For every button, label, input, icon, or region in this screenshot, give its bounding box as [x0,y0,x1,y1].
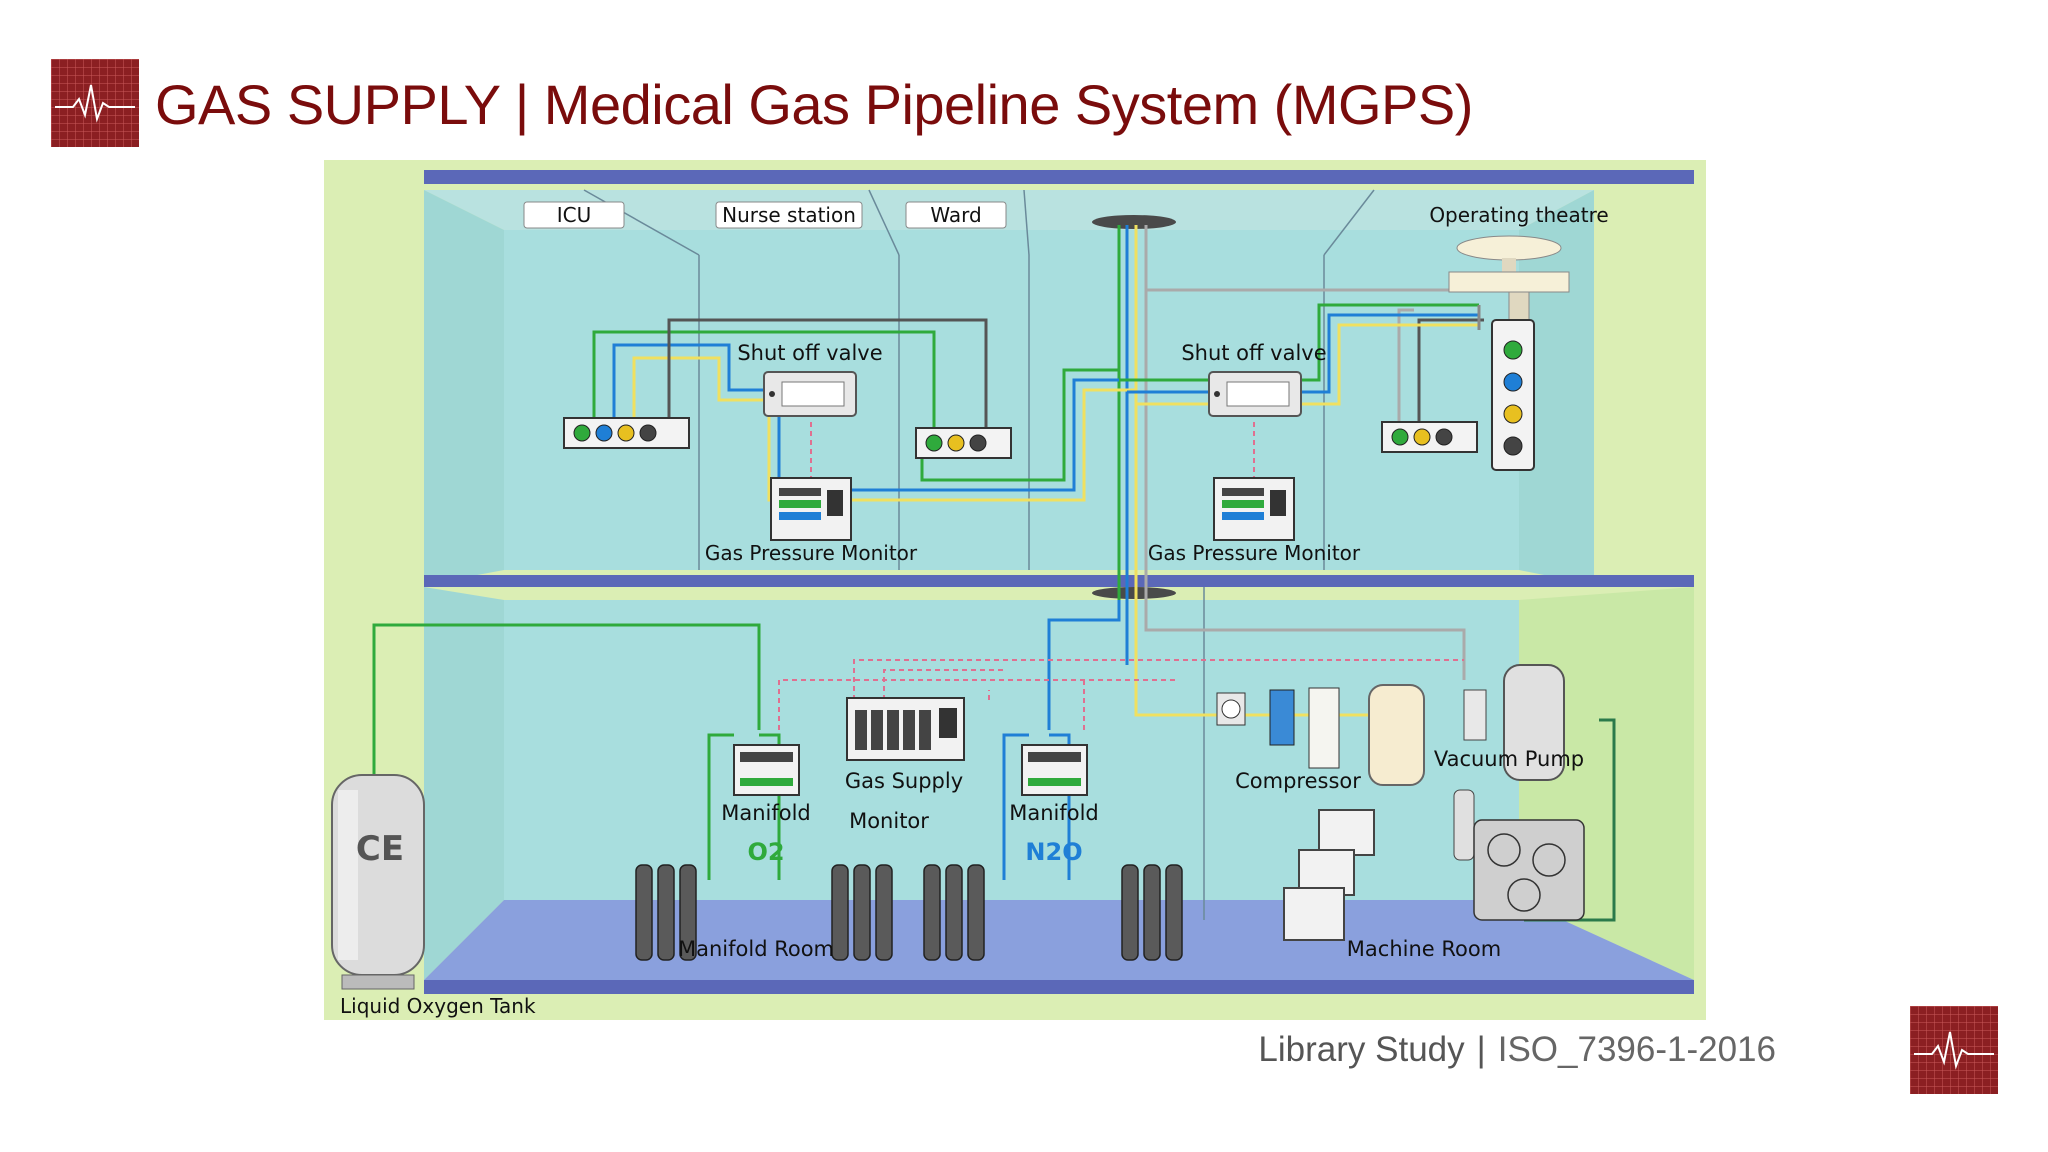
tank-mark: CE [356,829,404,869]
gas-pressure-monitor-left [770,477,852,541]
ceiling-slab [424,170,1694,184]
compressor-label: Compressor [1235,769,1361,793]
compressor-units [1283,809,1375,941]
room-tag-icu: ICU [523,201,625,229]
outlet-panel-theatre-wall [1381,421,1478,453]
heartbeat-icon [1910,1006,1998,1094]
liquid-oxygen-tank [331,774,425,990]
heartbeat-logo-bottom [1910,1006,1998,1094]
gas-label-o2: O2 [747,838,784,866]
floor-slab [424,980,1694,994]
shut-off-valve-label-right: Shut off valve [1181,341,1326,365]
manifold-label-o2: Manifold [721,801,811,825]
manifold-o2 [733,744,800,796]
footer-caption: Library Study | ISO_7396-1-2016 [1258,1030,1776,1070]
outlet-panel-ward [915,427,1012,459]
mgps-diagram: ICU Nurse station Ward Operating theatre [324,160,1706,1020]
heartbeat-logo-top [51,59,139,147]
room-label-operating-theatre: Operating theatre [1429,203,1608,227]
mgps-diagram-svg: ICU Nurse station Ward Operating theatre [324,160,1706,1020]
footer-separator: | [1476,1030,1486,1069]
middle-slab [424,575,1694,587]
vacuum-pump-label: Vacuum Pump [1434,747,1584,771]
compressor [1216,684,1425,786]
outlet-panel-icu [563,417,690,449]
room-label-ward: Ward [930,203,981,227]
manifold-label-n2o: Manifold [1009,801,1099,825]
lower-floor [504,600,1519,940]
gas-supply-monitor-label-line2: Monitor [849,809,929,833]
gas-pressure-monitor-right [1213,477,1295,541]
shut-off-valve-label-left: Shut off valve [737,341,882,365]
ceiling-pendant [1448,235,1570,471]
vacuum-pump [1453,664,1585,921]
riser-middle [1092,587,1176,599]
shut-off-valve-left [763,371,857,417]
gas-supply-monitor-label-line1: Gas Supply [845,769,963,793]
room-tag-nurse-station: Nurse station [715,201,863,229]
footer-reference: ISO_7396-1-2016 [1497,1030,1776,1069]
footer-label: Library Study [1258,1030,1465,1069]
gas-pressure-monitor-label-right: Gas Pressure Monitor [1148,541,1361,565]
room-tag-ward: Ward [905,201,1007,229]
riser-top [1092,215,1176,229]
shut-off-valve-right [1208,371,1302,417]
room-label-icu: ICU [557,203,592,227]
gas-label-n2o: N2O [1025,838,1082,866]
room-label-machine-room: Machine Room [1347,937,1501,961]
manifold-n2o [1021,744,1088,796]
liquid-oxygen-tank-label: Liquid Oxygen Tank [340,994,536,1018]
gas-cylinders [635,864,1183,961]
room-label-manifold-room: Manifold Room [678,937,834,961]
heartbeat-icon [51,59,139,147]
upper-floor [504,230,1519,570]
gas-supply-monitor [846,697,965,761]
slide-title: GAS SUPPLY | Medical Gas Pipeline System… [155,73,1473,136]
gas-pressure-monitor-label-left: Gas Pressure Monitor [705,541,918,565]
room-label-nurse-station: Nurse station [722,203,856,227]
